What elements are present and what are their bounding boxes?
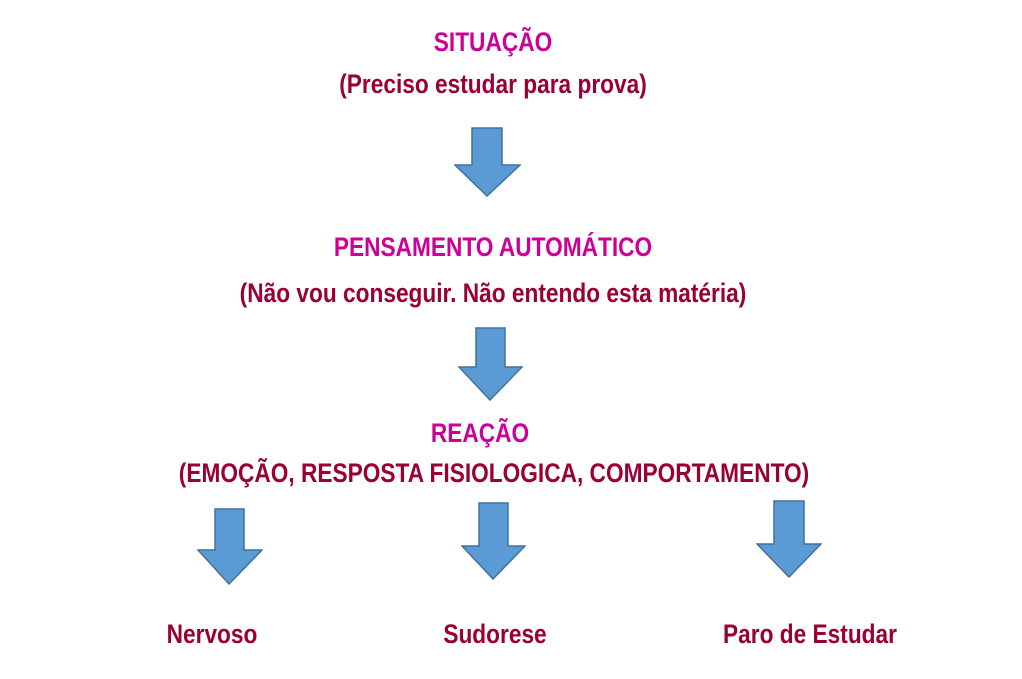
reaction-title: REAÇÃO [430, 418, 530, 448]
outcome-sudorese: Sudorese [443, 619, 547, 649]
down-arrow-icon [454, 127, 521, 197]
down-arrow-icon [461, 502, 526, 580]
outcome-nervoso: Nervoso [166, 619, 258, 649]
down-arrow-icon [458, 327, 523, 401]
down-arrow-icon [756, 500, 822, 578]
down-arrow-icon [197, 508, 263, 585]
reaction-detail: (EMOÇÃO, RESPOSTA FISIOLOGICA, COMPORTAM… [178, 458, 810, 488]
outcome-paro-de-estudar: Paro de Estudar [723, 619, 897, 649]
situation-title: SITUAÇÃO [433, 27, 553, 57]
situation-detail: (Preciso estudar para prova) [339, 69, 647, 99]
automatic-thought-detail: (Não vou conseguir. Não entendo esta mat… [239, 278, 747, 308]
automatic-thought-title: PENSAMENTO AUTOMÁTICO [333, 232, 653, 262]
